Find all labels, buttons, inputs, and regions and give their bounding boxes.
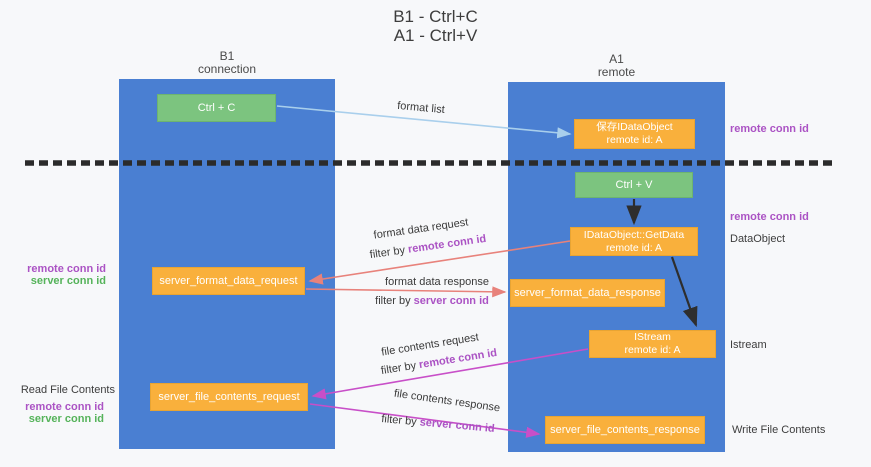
server-conn-id-highlight: server conn id — [419, 416, 496, 435]
node-ctrl-c: Ctrl + C — [157, 94, 276, 122]
node-server-format-data-response: server_format_data_response — [510, 279, 665, 307]
left-remote-conn-id-1: remote conn id — [27, 263, 106, 275]
node-server-file-contents-request: server_file_contents_request — [150, 383, 308, 411]
left-conn-id-block-1: remote conn id server conn id — [0, 263, 106, 287]
lane-a1-role: remote — [597, 65, 636, 79]
lane-header-b1: B1 connection — [119, 50, 335, 76]
lane-b1-role: connection — [197, 62, 257, 76]
node-server-format-data-request: server_format_data_request — [152, 267, 305, 295]
lane-header-a1: A1 remote — [508, 53, 725, 79]
filter-by-text: filter by — [375, 295, 414, 307]
diagram-title: B1 - Ctrl+C A1 - Ctrl+V — [0, 7, 871, 45]
filter-by-server-conn-id-label-1: filter by server conn id — [375, 295, 489, 307]
filter-by-text: filter by — [369, 243, 409, 262]
left-remote-conn-id-2: remote conn id — [25, 401, 104, 413]
dataobject-side-label: DataObject — [730, 233, 786, 245]
node-istream-line1: IStream — [634, 331, 671, 343]
write-file-contents-label: Write File Contents — [732, 424, 826, 436]
format-list-label: format list — [396, 99, 446, 117]
node-idataobject-getdata: IDataObject::GetData remote id: A — [570, 227, 698, 256]
node-file-request-label: server_file_contents_request — [158, 390, 300, 403]
right-remote-conn-id-label-2: remote conn id — [730, 211, 809, 223]
left-server-conn-id-2: server conn id — [28, 413, 104, 425]
node-save-idataobject-line2: remote id: A — [606, 134, 663, 146]
node-ctrl-c-label: Ctrl + C — [197, 101, 236, 114]
read-file-contents-label: Read File Contents — [20, 384, 115, 396]
node-save-idataobject: 保存IDataObject remote id: A — [574, 119, 695, 149]
title-line-1: B1 - Ctrl+C — [393, 7, 478, 26]
node-getdata-line2: remote id: A — [605, 241, 663, 254]
format-data-response-arrow — [305, 286, 507, 298]
server-conn-id-highlight: server conn id — [413, 295, 489, 307]
filter-by-text: filter by — [380, 359, 421, 378]
lane-b1-name: B1 — [219, 49, 235, 63]
node-istream: IStream remote id: A — [589, 330, 716, 358]
node-getdata-line1: IDataObject::GetData — [583, 228, 685, 241]
filter-by-server-conn-id-label-2: filter by server conn id — [381, 413, 495, 435]
right-remote-conn-id-label-1: remote conn id — [730, 123, 809, 135]
title-line-2: A1 - Ctrl+V — [393, 26, 478, 45]
istream-side-label: Istream — [730, 339, 767, 351]
node-ctrl-v: Ctrl + V — [575, 172, 693, 198]
left-conn-id-block-2: remote conn id server conn id — [0, 401, 104, 425]
node-format-response-label: server_format_data_response — [514, 286, 661, 299]
file-contents-response-label: file contents response — [393, 387, 501, 415]
node-istream-line2: remote id: A — [624, 344, 681, 356]
node-save-idataobject-line1: 保存IDataObject — [596, 121, 673, 133]
lane-a1-name: A1 — [609, 52, 624, 66]
remote-conn-id-highlight: remote conn id — [407, 232, 487, 256]
format-data-response-label: format data response — [385, 276, 489, 288]
node-file-response-label: server_file_contents_response — [550, 423, 700, 436]
node-server-file-contents-response: server_file_contents_response — [545, 416, 705, 444]
node-ctrl-v-label: Ctrl + V — [615, 178, 653, 191]
node-format-request-label: server_format_data_request — [159, 274, 298, 287]
left-server-conn-id-1: server conn id — [30, 275, 106, 287]
filter-by-text: filter by — [380, 413, 421, 429]
